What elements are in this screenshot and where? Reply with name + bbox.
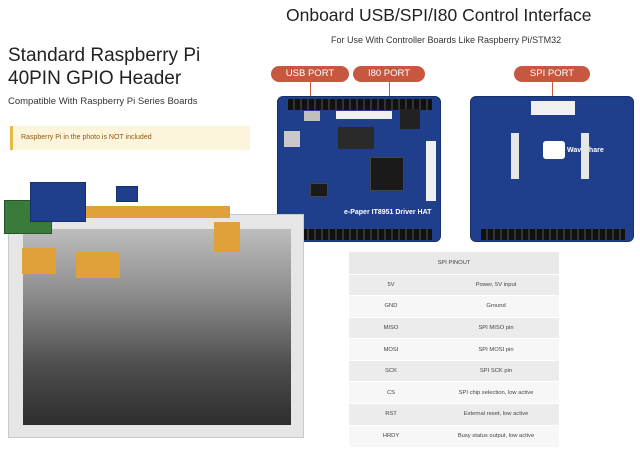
interface-title: Onboard USB/SPI/I80 Control Interface <box>286 5 592 25</box>
interface-subtitle: For Use With Controller Boards Like Rasp… <box>331 35 562 45</box>
usb-connector-icon <box>304 111 320 121</box>
fpc-tab-right-icon <box>214 222 240 252</box>
i80-pointer-line <box>389 82 390 98</box>
table-header: SPI PINOUT <box>349 252 559 274</box>
waveshare-logo-icon <box>543 141 565 159</box>
gpio-header-bottom-icon <box>288 229 432 240</box>
fpc-connector-icon <box>426 141 436 201</box>
resistor-array-right-icon <box>581 133 589 179</box>
board-label: e-Paper IT8951 Driver HAT <box>344 209 432 216</box>
epaper-screen-landscape <box>23 229 291 425</box>
pin-grid-icon <box>338 127 374 149</box>
fpc-cable-icon <box>60 206 230 218</box>
adapter-board-icon <box>116 186 138 202</box>
driver-hat-board-image: e-Paper IT8951 Driver HAT <box>277 96 441 242</box>
fpc-tab-left-icon <box>22 248 56 274</box>
not-included-note: Raspberry Pi in the photo is NOT include… <box>10 126 250 150</box>
dip-switch-icon <box>400 109 420 129</box>
gpio-header-icon <box>288 99 432 110</box>
inductor-icon <box>284 131 300 147</box>
spi-connector-icon <box>531 101 575 115</box>
hat-on-pi-icon <box>30 182 86 222</box>
gpio-header-subtitle: Compatible With Raspberry Pi Series Boar… <box>8 96 198 107</box>
driver-hat-back-image: Waveshare <box>470 96 634 242</box>
gpio-header-title: Standard Raspberry Pi 40PIN GPIO Header <box>8 45 201 89</box>
flash-chip-icon <box>310 183 328 197</box>
usb-port-label: USB PORT <box>271 66 349 82</box>
i80-connector-icon <box>336 111 392 119</box>
spi-pointer-line <box>552 82 553 98</box>
spi-port-label: SPI PORT <box>514 66 590 82</box>
i80-port-label: I80 PORT <box>353 66 425 82</box>
it8951-chip-icon <box>370 157 404 191</box>
gpio-header-back-icon <box>481 229 625 240</box>
resistor-array-icon <box>511 133 519 179</box>
epaper-display-image <box>8 214 304 438</box>
usb-pointer-line <box>310 82 311 98</box>
fpc-tab-mid-icon <box>76 252 120 278</box>
